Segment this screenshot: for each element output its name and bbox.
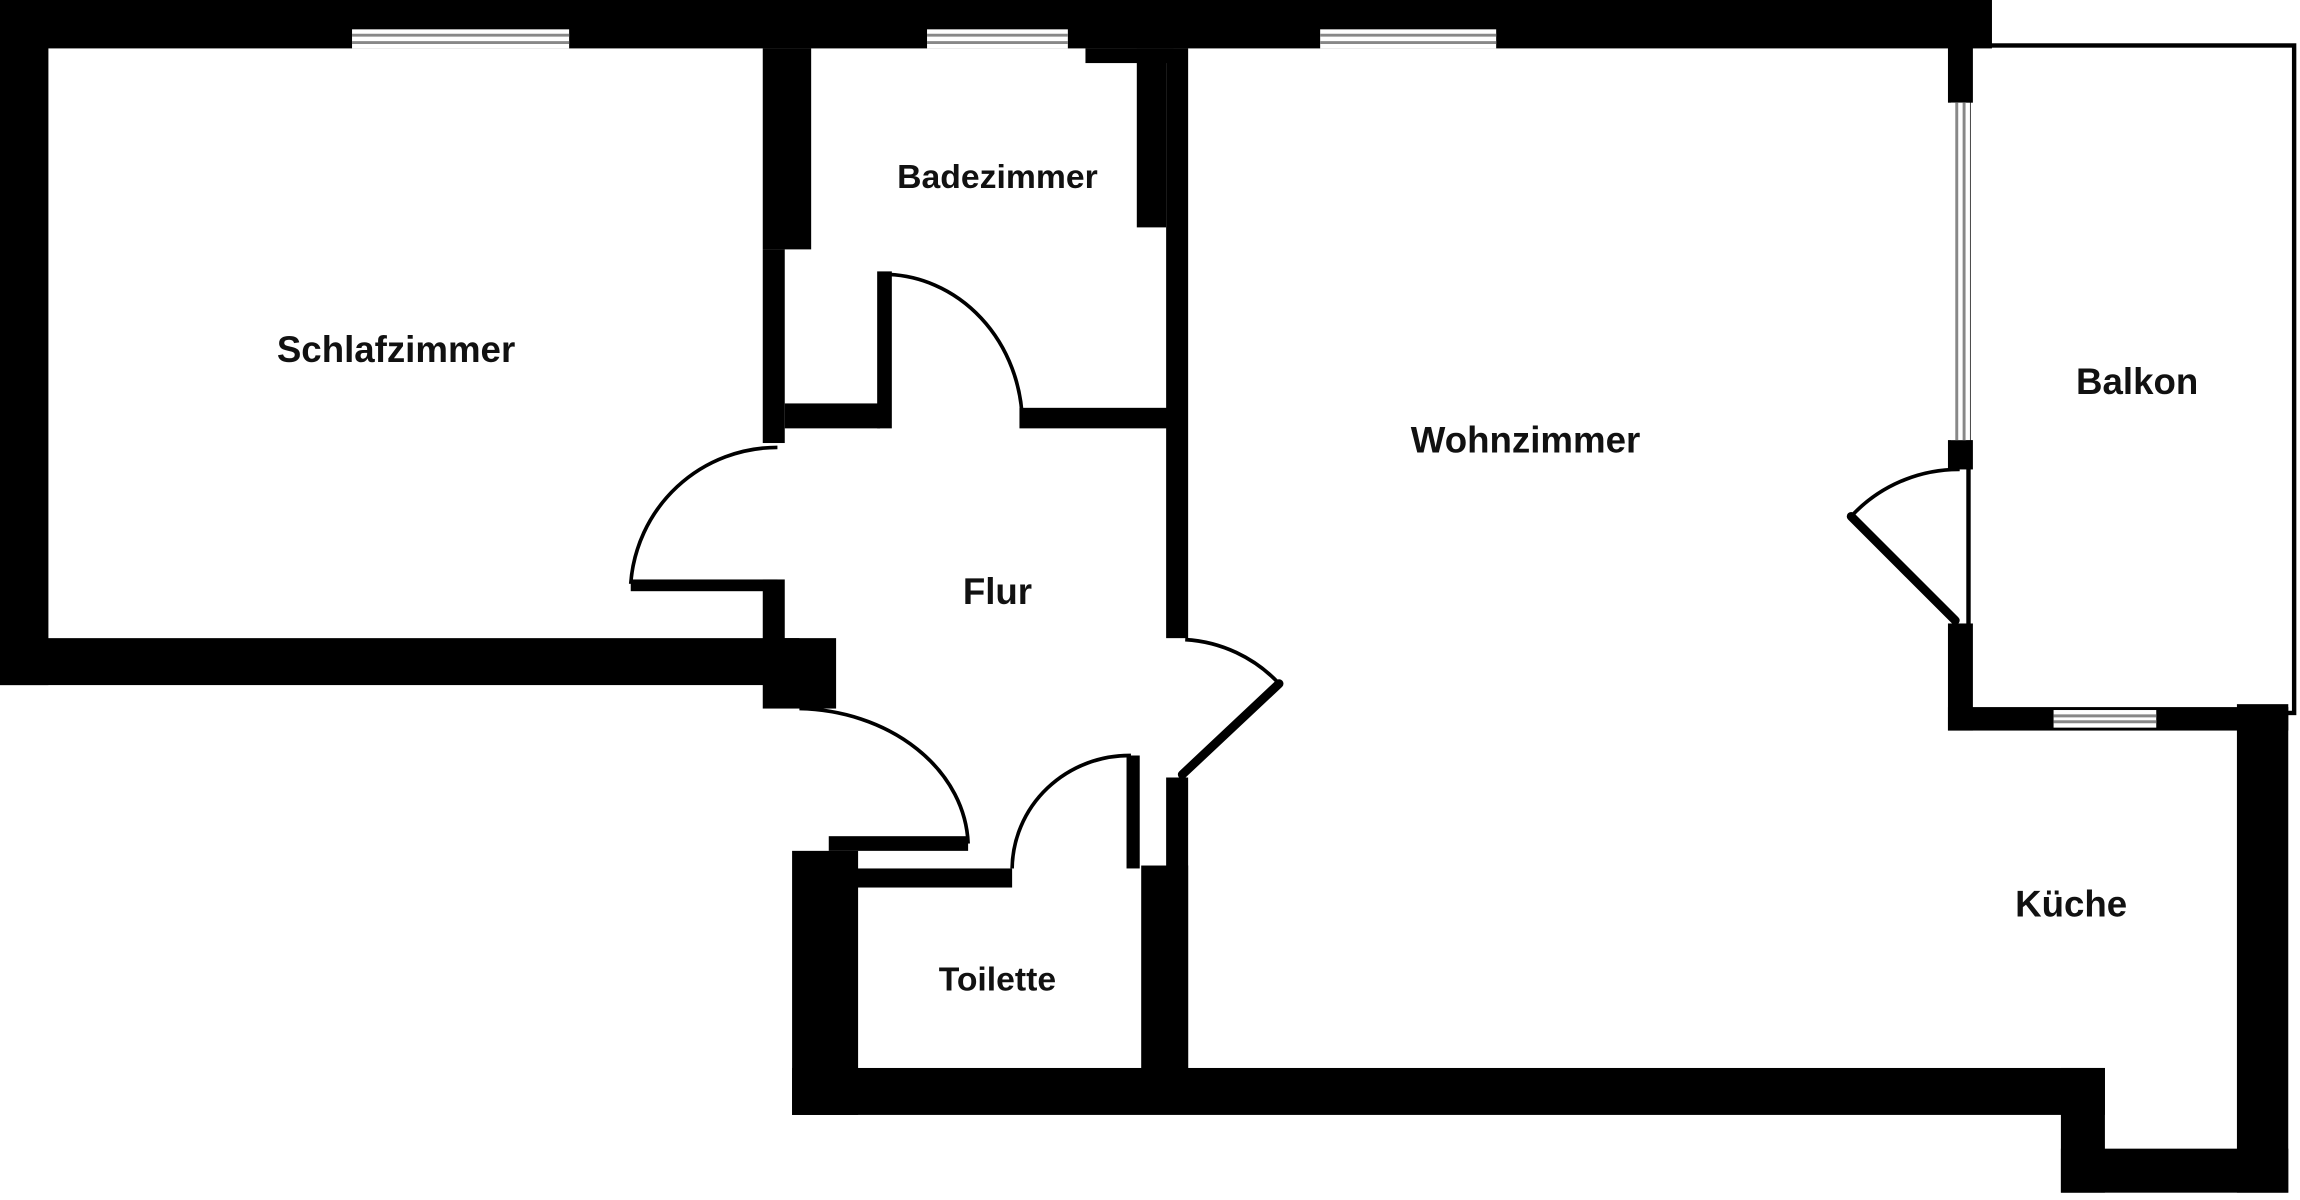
door-wohnzimmer xyxy=(1177,637,1284,779)
room-label-kueche: Küche xyxy=(2015,883,2127,924)
room-label-badezimmer: Badezimmer xyxy=(897,158,1098,196)
room-label-wohnzimmer: Wohnzimmer xyxy=(1411,420,1640,461)
room-labels: Schlafzimmer Badezimmer Wohnzimmer Balko… xyxy=(277,158,2198,998)
door-schlafzimmer xyxy=(628,445,778,592)
room-label-toilette: Toilette xyxy=(939,960,1056,998)
doors xyxy=(628,272,1960,869)
room-label-balkon: Balkon xyxy=(2076,361,2198,402)
window-kueche xyxy=(2053,710,2157,728)
door-flur-entrance xyxy=(799,706,970,844)
room-label-schlafzimmer: Schlafzimmer xyxy=(277,329,515,370)
window-schlafzimmer xyxy=(352,29,570,49)
window-badezimmer xyxy=(927,29,1068,49)
window-balkon-side xyxy=(1950,102,1970,441)
window-wohnzimmer xyxy=(1320,29,1497,49)
door-balkon xyxy=(1846,467,1960,625)
door-badezimmer xyxy=(884,272,1025,423)
room-label-flur: Flur xyxy=(963,571,1032,612)
windows xyxy=(352,29,2157,728)
door-toilette xyxy=(1010,753,1131,869)
